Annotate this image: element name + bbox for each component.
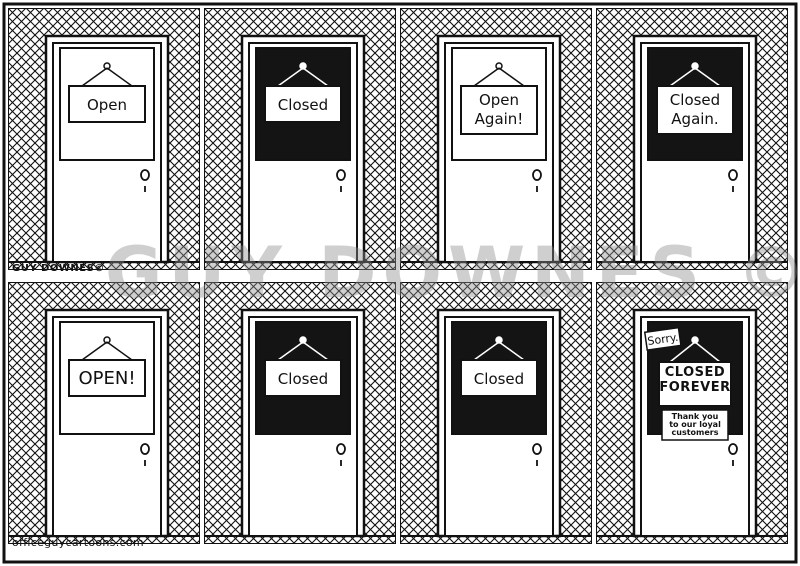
- website-credit: officeguycartoons.com: [12, 536, 144, 549]
- sign-hanger-icon: [81, 62, 133, 87]
- panel-1: Open: [8, 8, 200, 270]
- sign-board: [658, 361, 732, 407]
- sign-line: Open: [479, 91, 519, 109]
- sorry-tag-text: Sorry.: [647, 331, 680, 348]
- sign-line: FOREVER: [659, 380, 730, 395]
- doorknob-icon: [140, 443, 150, 466]
- doorknob-icon: [336, 443, 346, 466]
- notice-card: [661, 409, 729, 441]
- sign-hanger-icon: [277, 336, 329, 361]
- sign-line: Closed: [278, 96, 328, 114]
- panel-drawing: OPEN!: [8, 282, 200, 544]
- sign-hanger-icon: [473, 62, 525, 87]
- doorknob-icon: [532, 443, 542, 466]
- sign-hanger-icon: [669, 62, 721, 87]
- sign-board: [460, 359, 538, 397]
- panel-6: Closed: [204, 282, 396, 544]
- sign-board: [656, 85, 734, 135]
- sign-line: OPEN!: [78, 368, 135, 389]
- sign-line: CLOSED: [665, 365, 725, 380]
- notice-line: customers: [672, 428, 719, 437]
- sign-hanger-icon: [277, 62, 329, 87]
- notice-line: to our loyal: [669, 420, 721, 429]
- panel-7: Closed: [400, 282, 592, 544]
- panel-5: OPEN!: [8, 282, 200, 544]
- panel-drawing: Closed: [400, 282, 592, 544]
- panel-2: Closed: [204, 8, 396, 270]
- panel-drawing: Open: [8, 8, 200, 270]
- panel-drawing: Closed: [204, 282, 396, 544]
- doorknob-icon: [140, 169, 150, 192]
- sign-board: [264, 85, 342, 123]
- sign-hanger-icon: [669, 336, 721, 363]
- doorknob-icon: [728, 443, 738, 466]
- doorknob-icon: [336, 169, 346, 192]
- notice-line: Thank you: [672, 412, 719, 421]
- sign-line: Again.: [671, 110, 718, 128]
- artist-credit: GUY DOWNES©: [12, 263, 105, 274]
- panel-drawing: Closed: [204, 8, 396, 270]
- sign-board: [68, 359, 146, 397]
- sign-line: Open: [87, 96, 127, 114]
- sign-board: [68, 85, 146, 123]
- sorry-tag: Sorry.: [643, 326, 682, 351]
- sign-line: Again!: [475, 110, 524, 128]
- sign-board: [460, 85, 538, 135]
- sign-hanger-icon: [81, 336, 133, 361]
- sign-line: Closed: [474, 370, 524, 388]
- doorknob-icon: [532, 169, 542, 192]
- sign-line: Closed: [278, 370, 328, 388]
- doorknob-icon: [728, 169, 738, 192]
- sign-line: Closed: [670, 91, 720, 109]
- sign-board: [264, 359, 342, 397]
- sign-hanger-icon: [473, 336, 525, 361]
